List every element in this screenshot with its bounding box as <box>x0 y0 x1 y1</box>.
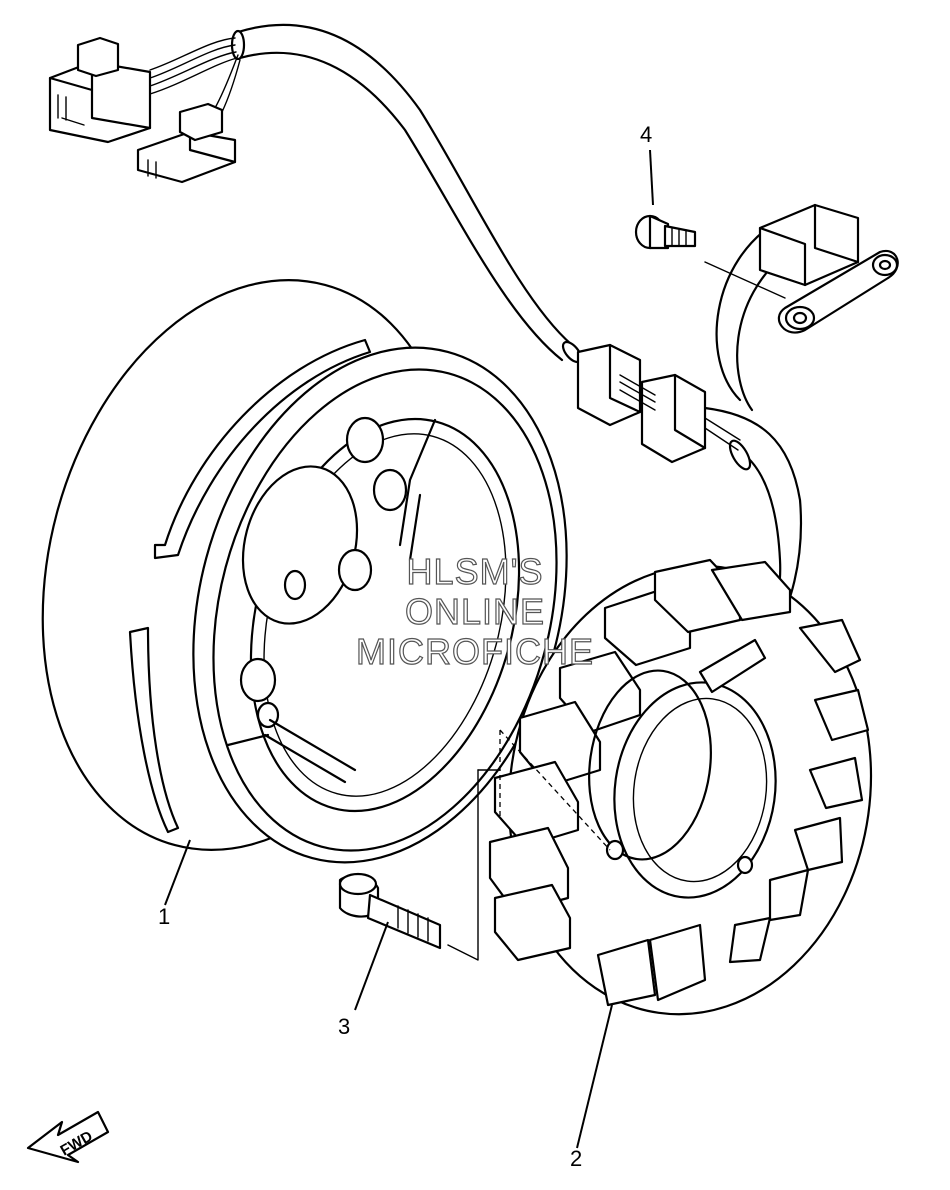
stator-part-2 <box>488 558 873 1149</box>
watermark-line-2: ONLINE <box>405 591 545 632</box>
harness-connector-small <box>136 102 237 184</box>
callout-1: 1 <box>158 904 170 929</box>
forward-direction-arrow: FWD <box>26 1110 110 1164</box>
pickup-coil-sensor <box>715 203 899 412</box>
watermark-line-1: HLSM'S <box>407 551 544 592</box>
inline-connector-pair <box>576 343 741 464</box>
callout-3: 3 <box>338 1014 350 1039</box>
callout-4: 4 <box>640 122 652 147</box>
wire-harness <box>149 23 803 652</box>
watermark: HLSM'S ONLINE MICROFICHE <box>355 550 594 672</box>
watermark-line-3: MICROFICHE <box>356 631 594 672</box>
callout-2: 2 <box>570 1146 582 1171</box>
flywheel-rotor-part-1 <box>41 279 568 906</box>
screw-part-4 <box>634 214 786 299</box>
bolt-part-3 <box>338 872 442 1011</box>
harness-connector-large <box>48 36 152 144</box>
